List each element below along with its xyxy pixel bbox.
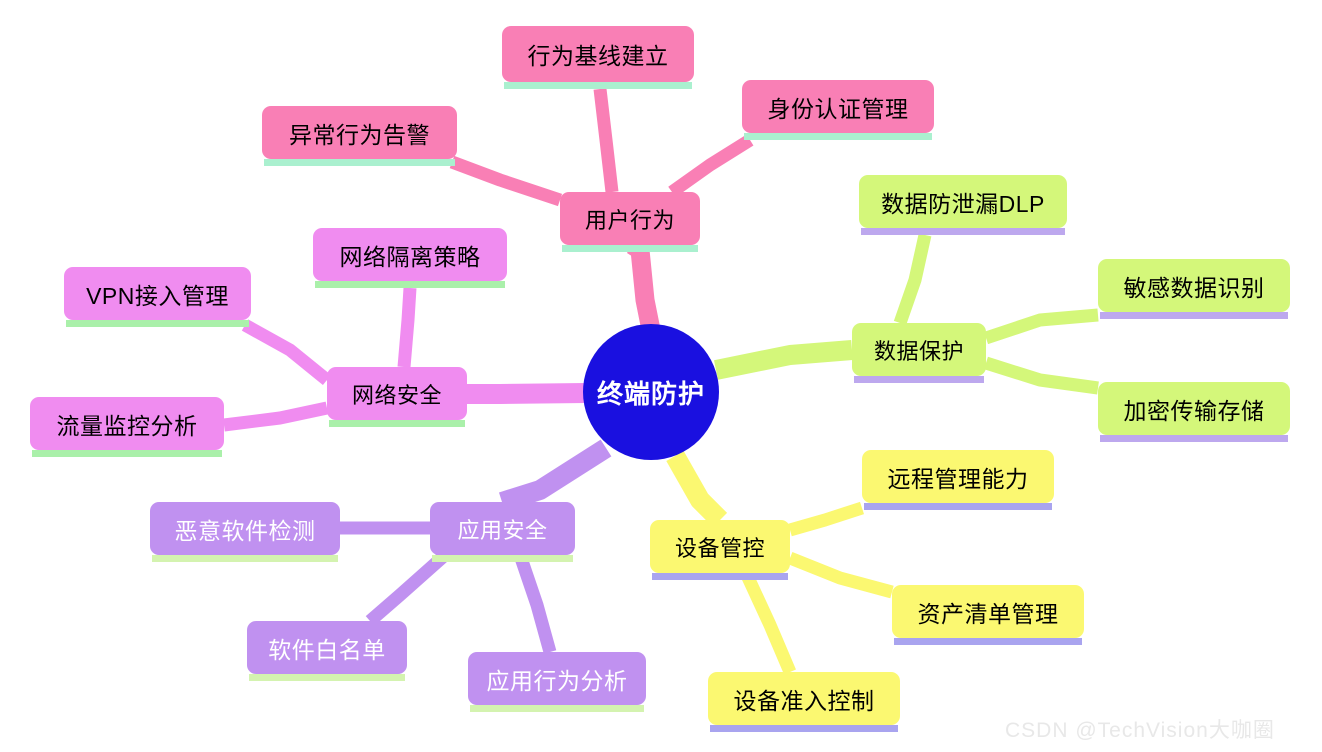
center-node-terminal-protection[interactable]: 终端防护: [583, 324, 719, 460]
node-label: 加密传输存储: [1123, 397, 1265, 424]
node-shadow-bar: [1100, 312, 1288, 319]
node-identity-auth-management[interactable]: 身份认证管理: [742, 80, 934, 140]
node-shadow-bar: [744, 133, 932, 140]
node-shadow-bar: [470, 705, 644, 712]
node-encrypted-transmission-storage[interactable]: 加密传输存储: [1098, 382, 1290, 442]
node-shadow-bar: [854, 376, 984, 383]
connector-data-protection-to-sensitive-data-identification: [983, 308, 1099, 345]
watermark-text: CSDN @TechVision大咖圈: [1005, 719, 1275, 742]
node-label: 网络安全: [351, 382, 442, 408]
node-label: 设备管控: [674, 535, 765, 561]
node-malware-detection[interactable]: 恶意软件检测: [150, 502, 340, 562]
node-label: 应用行为分析: [486, 667, 628, 694]
connector-network-security-to-traffic-monitoring-analysis: [223, 401, 329, 432]
node-label: 设备准入控制: [733, 687, 875, 714]
node-application-security[interactable]: 应用安全: [430, 502, 575, 562]
connector-device-control-to-asset-inventory-management: [787, 551, 894, 599]
connector-center-to-user-behavior: [626, 236, 661, 332]
node-label: 用户行为: [584, 207, 675, 233]
connector-application-security-to-app-behavior-analysis: [513, 552, 557, 654]
node-shadow-bar: [710, 725, 898, 732]
node-label: 软件白名单: [268, 636, 386, 663]
node-software-whitelist[interactable]: 软件白名单: [247, 621, 407, 681]
node-network-isolation-policy[interactable]: 网络隔离策略: [313, 228, 507, 288]
node-label: 流量监控分析: [56, 412, 198, 439]
connector-user-behavior-to-identity-auth-management: [668, 134, 754, 198]
node-shadow-bar: [864, 503, 1052, 510]
connector-center-to-device-control: [666, 451, 728, 528]
node-app-behavior-analysis[interactable]: 应用行为分析: [468, 652, 646, 712]
node-shadow-bar: [315, 281, 505, 288]
node-shadow-bar: [264, 159, 455, 166]
node-network-security[interactable]: 网络安全: [327, 367, 467, 427]
node-label: 身份认证管理: [767, 95, 909, 122]
node-device-control[interactable]: 设备管控: [650, 520, 790, 580]
node-asset-inventory-management[interactable]: 资产清单管理: [892, 585, 1084, 645]
node-label: 远程管理能力: [887, 465, 1029, 492]
node-shadow-bar: [894, 638, 1082, 645]
node-label: 行为基线建立: [527, 43, 669, 69]
node-shadow-bar: [1100, 435, 1288, 442]
node-label: 敏感数据识别: [1123, 274, 1265, 301]
node-label: 恶意软件检测: [174, 517, 316, 544]
node-dlp[interactable]: 数据防泄漏DLP: [859, 175, 1067, 235]
connector-center-to-application-security: [498, 439, 612, 512]
node-shadow-bar: [861, 228, 1065, 235]
node-shadow-bar: [432, 555, 573, 562]
connector-user-behavior-to-behavior-baseline: [593, 88, 619, 193]
connector-user-behavior-to-abnormal-behavior-alert: [449, 155, 563, 207]
connector-data-protection-to-encrypted-transmission-storage: [984, 356, 1099, 395]
connector-center-to-data-protection: [714, 340, 853, 380]
node-shadow-bar: [652, 573, 788, 580]
node-shadow-bar: [152, 555, 338, 562]
node-shadow-bar: [504, 82, 692, 89]
connector-center-to-network-security: [467, 383, 587, 404]
node-label: 数据防泄漏DLP: [881, 190, 1045, 217]
node-shadow-bar: [249, 674, 405, 681]
connector-device-control-to-remote-management: [788, 501, 865, 537]
connector-network-security-to-network-isolation-policy: [397, 287, 417, 368]
node-label: 网络隔离策略: [339, 243, 481, 270]
center-node-label: 终端防护: [596, 378, 705, 409]
node-behavior-baseline[interactable]: 行为基线建立: [502, 26, 694, 89]
node-label: 应用安全: [457, 517, 548, 543]
node-remote-management[interactable]: 远程管理能力: [862, 450, 1054, 510]
node-label: 资产清单管理: [917, 600, 1059, 627]
node-shadow-bar: [562, 245, 698, 252]
node-shadow-bar: [66, 320, 249, 327]
node-label: 异常行为告警: [289, 121, 430, 148]
node-label: 数据保护: [873, 338, 964, 364]
node-shadow-bar: [329, 420, 465, 427]
node-device-admission-control[interactable]: 设备准入控制: [708, 672, 900, 732]
node-traffic-monitoring-analysis[interactable]: 流量监控分析: [30, 397, 224, 457]
node-label: VPN接入管理: [86, 282, 229, 309]
node-abnormal-behavior-alert[interactable]: 异常行为告警: [262, 106, 457, 166]
connector-application-security-to-software-whitelist: [365, 550, 450, 626]
node-vpn-access-management[interactable]: VPN接入管理: [64, 267, 251, 327]
node-shadow-bar: [32, 450, 222, 457]
node-sensitive-data-identification[interactable]: 敏感数据识别: [1098, 259, 1290, 319]
node-data-protection[interactable]: 数据保护: [852, 323, 986, 383]
connector-data-protection-to-dlp: [893, 233, 932, 326]
connector-device-control-to-device-admission-control: [740, 570, 796, 675]
connector-network-security-to-vpn-access-management: [241, 319, 332, 386]
csdn-watermark: CSDN @TechVision大咖圈: [1005, 714, 1275, 744]
node-user-behavior[interactable]: 用户行为: [560, 192, 700, 252]
